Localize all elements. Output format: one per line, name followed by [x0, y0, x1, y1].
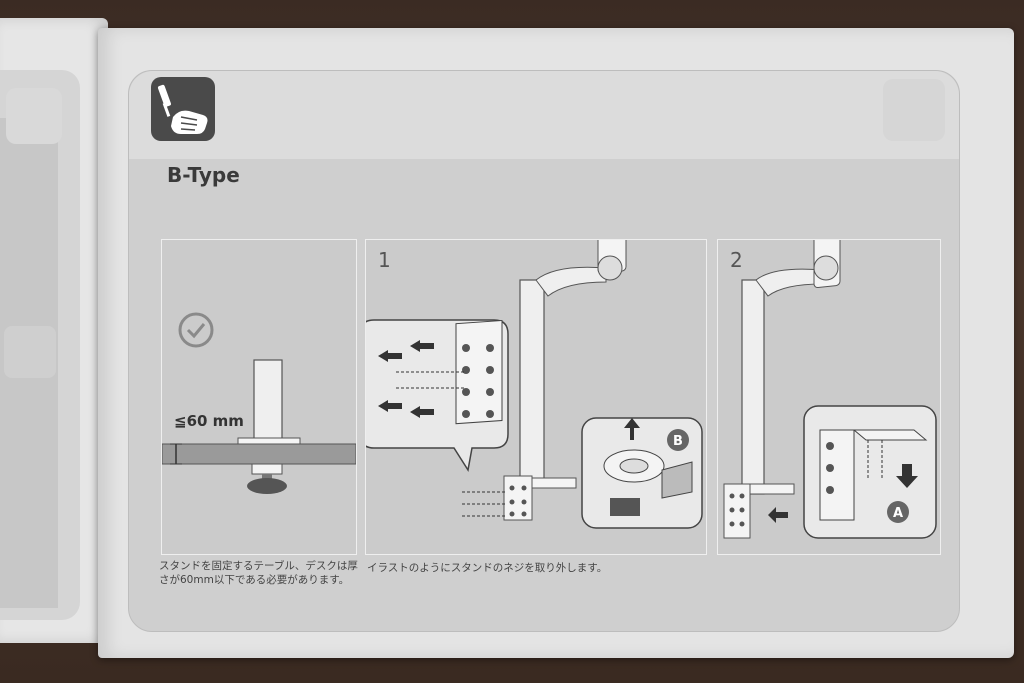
warning-icon	[6, 88, 62, 144]
faded-icon	[4, 326, 56, 378]
faded-tool-icon	[883, 79, 945, 141]
panel-step-2: 2	[717, 239, 941, 555]
step-number: 1	[378, 248, 391, 272]
callout-a: A	[893, 506, 903, 521]
caption-step-1: イラストのようにスタンドのネジを取り外します。	[367, 562, 608, 574]
panel-step-1: 1	[365, 239, 707, 555]
section-title: B-Type	[167, 163, 240, 187]
panel-thickness: ≦60 mm	[161, 239, 357, 555]
thickness-label: ≦60 mm	[174, 412, 244, 430]
frame-header	[129, 71, 959, 159]
callout-b: B	[673, 434, 683, 449]
step-number: 2	[730, 248, 743, 272]
left-page	[0, 18, 108, 643]
screwdriver-hand-icon	[151, 77, 215, 141]
checkmark-circle-icon	[178, 312, 214, 348]
instruction-frame: B-Type ≦60 mm 1	[128, 70, 960, 632]
caption-thickness: スタンドを固定するテーブル、デスクは厚さが60mm以下である必要があります。	[159, 560, 358, 586]
